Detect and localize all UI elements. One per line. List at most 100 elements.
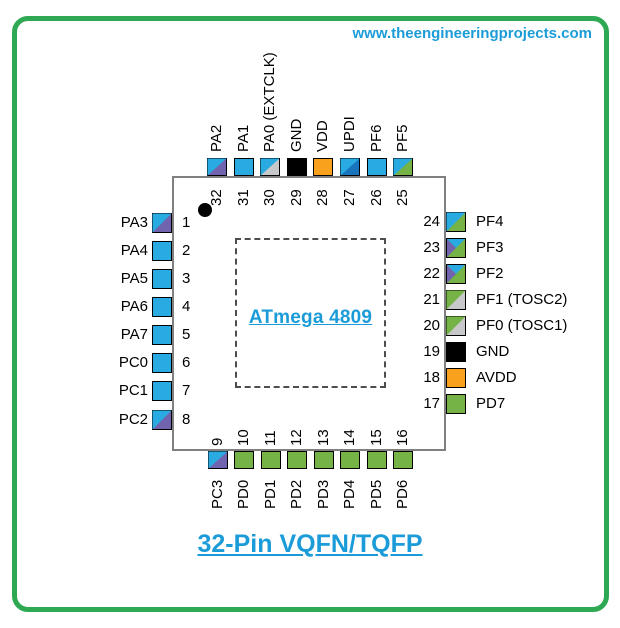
pin-27-number: 27 [341, 189, 358, 206]
pin-15-number: 15 [368, 429, 385, 446]
pin-26-label: PF6 [368, 124, 385, 152]
pin-19-label: GND [476, 343, 510, 360]
pin-8-number: 8 [182, 411, 191, 428]
pin-1-number: 1 [182, 214, 191, 231]
pin-3-number: 3 [182, 270, 191, 287]
pin-20-label: PF0 (TOSC1) [476, 317, 568, 334]
pin-25-label: PF5 [394, 124, 411, 152]
website-link[interactable]: www.theengineeringprojects.com [352, 25, 593, 42]
pin-14-number: 14 [341, 429, 358, 446]
pin-30-number: 30 [261, 189, 278, 206]
pin-21-label: PF1 (TOSC2) [476, 291, 568, 308]
pin-25-pad [393, 158, 413, 176]
page-border [12, 16, 609, 612]
pin-19-number: 19 [423, 343, 440, 360]
chip-name: ATmega 4809 [248, 307, 373, 328]
pin-29-label: GND [288, 118, 305, 152]
pin-23-label: PF3 [476, 239, 504, 256]
pin-12-number: 12 [288, 429, 305, 446]
pin-11-label: PD1 [262, 479, 279, 509]
pin-24-pad [446, 212, 466, 232]
pin-29-number: 29 [288, 189, 305, 206]
pin-30-pad [260, 158, 280, 176]
pin-20-pad [446, 316, 466, 336]
pin-9-pad [208, 451, 228, 469]
pin-24-number: 24 [423, 213, 440, 230]
pin-5-pad [152, 325, 172, 345]
pin-18-label: AVDD [476, 369, 517, 386]
pin-8-label: PC2 [118, 411, 148, 428]
pin-9-label: PC3 [209, 479, 226, 509]
chip-body [172, 176, 446, 451]
pin-14-label: PD4 [341, 479, 358, 509]
pin-20-number: 20 [423, 317, 440, 334]
pin-4-label: PA6 [120, 298, 148, 315]
package-title: 32-Pin VQFN/TQFP [197, 530, 423, 558]
pin-5-number: 5 [182, 326, 191, 343]
pin-22-label: PF2 [476, 265, 504, 282]
pin-21-pad [446, 290, 466, 310]
pin-25-number: 25 [394, 189, 411, 206]
chip-inner-dashed-outline: ATmega 4809 [235, 238, 386, 388]
pin-32-label: PA2 [208, 124, 225, 152]
pin-31-number: 31 [235, 189, 252, 206]
pin-17-number: 17 [423, 395, 440, 412]
pin-4-number: 4 [182, 298, 191, 315]
pin-32-number: 32 [208, 189, 225, 206]
pin-32-pad [207, 158, 227, 176]
pin-31-label: PA1 [235, 124, 252, 152]
pin-29-pad [287, 158, 307, 176]
pin-7-number: 7 [182, 382, 191, 399]
pin-3-label: PA5 [120, 270, 148, 287]
pin-22-number: 22 [423, 265, 440, 282]
pin-23-pad [446, 238, 466, 258]
pin-8-pad [152, 410, 172, 430]
pin-28-label: VDD [314, 120, 331, 152]
pin-16-pad [393, 451, 413, 469]
pin-14-pad [340, 451, 360, 469]
pin-30-label: PA0 (EXTCLK) [261, 52, 278, 152]
pin-16-number: 16 [394, 429, 411, 446]
pin-23-number: 23 [423, 239, 440, 256]
pin-2-label: PA4 [120, 242, 148, 259]
pin-18-number: 18 [423, 369, 440, 386]
pin-13-pad [314, 451, 334, 469]
pin-27-pad [340, 158, 360, 176]
pin-1-pad [152, 213, 172, 233]
pin-28-pad [313, 158, 333, 176]
pin-17-pad [446, 394, 466, 414]
pin-16-label: PD6 [394, 479, 411, 509]
pin-26-number: 26 [368, 189, 385, 206]
pin-13-number: 13 [315, 429, 332, 446]
pin-19-pad [446, 342, 466, 362]
pin-15-pad [367, 451, 387, 469]
pin-13-label: PD3 [315, 479, 332, 509]
pin-6-label: PC0 [118, 354, 148, 371]
pin-3-pad [152, 269, 172, 289]
pin-11-number: 11 [262, 430, 279, 446]
pin-11-pad [261, 451, 281, 469]
pin-21-number: 21 [423, 291, 440, 308]
pin-10-number: 10 [235, 429, 252, 446]
pin-2-pad [152, 241, 172, 261]
pin-7-label: PC1 [118, 382, 148, 399]
pin-4-pad [152, 297, 172, 317]
pin-27-label: UPDI [341, 116, 358, 152]
pin-6-pad [152, 353, 172, 373]
pin1-indicator-dot [198, 203, 212, 217]
pin-2-number: 2 [182, 242, 191, 259]
pin-15-label: PD5 [368, 479, 385, 509]
pin-12-label: PD2 [288, 479, 305, 509]
pin-6-number: 6 [182, 354, 191, 371]
pin-12-pad [287, 451, 307, 469]
pin-17-label: PD7 [476, 395, 506, 412]
pin-18-pad [446, 368, 466, 388]
pin-31-pad [234, 158, 254, 176]
pin-10-label: PD0 [235, 479, 252, 509]
pin-5-label: PA7 [120, 326, 148, 343]
pin-28-number: 28 [314, 189, 331, 206]
pin-1-label: PA3 [120, 214, 148, 231]
pin-22-pad [446, 264, 466, 284]
pin-7-pad [152, 381, 172, 401]
